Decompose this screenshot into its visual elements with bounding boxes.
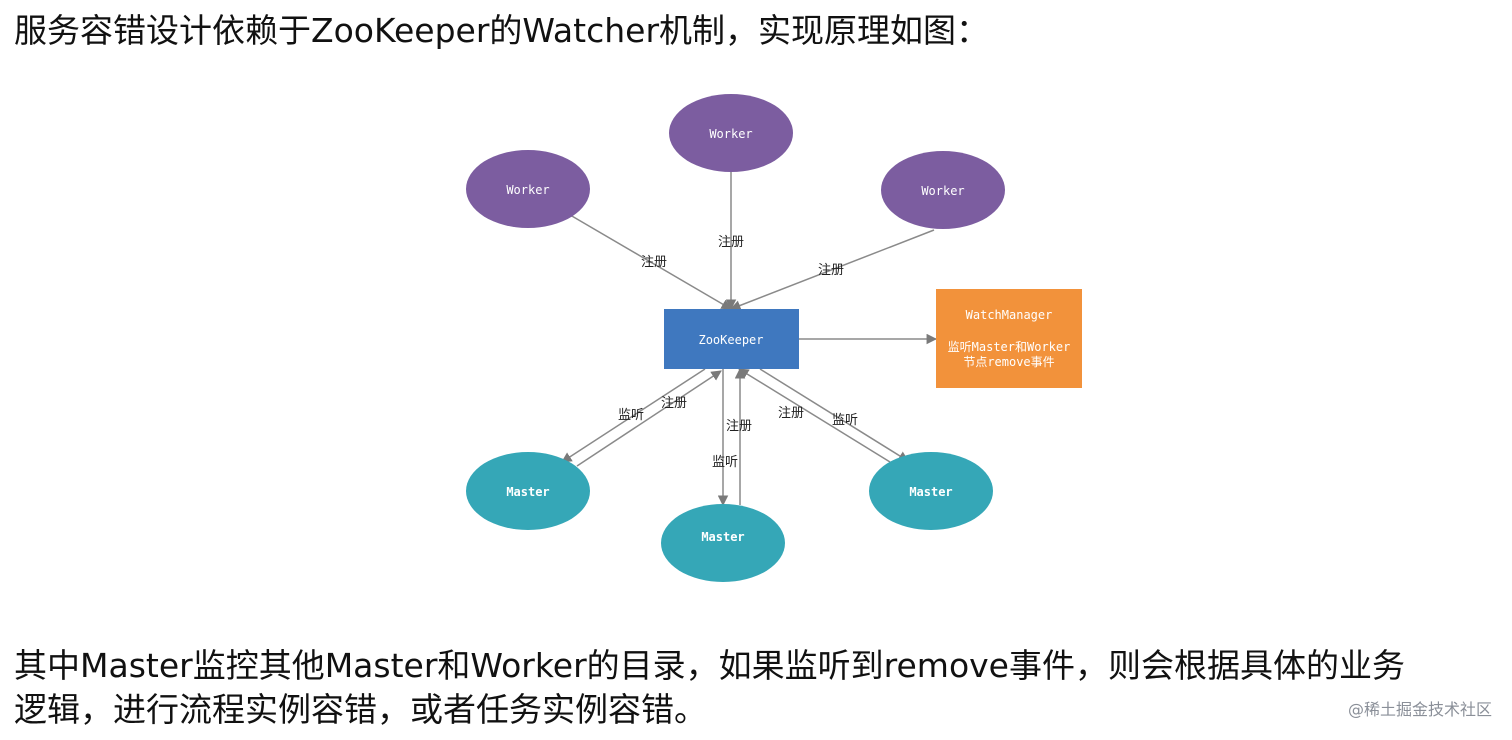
- edge-zookeeper-to-master-right: [759, 368, 909, 462]
- edge-master-right-to-zookeeper: [738, 368, 891, 463]
- edge-zookeeper-to-master-left: [561, 368, 706, 463]
- summary-line-2: 逻辑，进行流程实例容错，或者任务实例容错。: [14, 690, 707, 729]
- worker-node-shape: [881, 151, 1005, 229]
- master-node-shape: [869, 452, 993, 530]
- watch-manager-line-2: 节点remove事件: [963, 355, 1054, 369]
- zookeeper-node: ZooKeeper: [664, 309, 799, 369]
- worker-node-label: Worker: [921, 184, 964, 198]
- worker-node-top: Worker: [669, 94, 793, 172]
- label-register-master-center: 注册: [726, 419, 752, 434]
- zookeeper-node-label: ZooKeeper: [698, 333, 763, 347]
- watch-manager-shape: [936, 289, 1082, 388]
- zookeeper-node-shape: [664, 309, 799, 369]
- worker-node-right: Worker: [881, 151, 1005, 229]
- intro-text: 服务容错设计依赖于ZooKeeper的Watcher机制，实现原理如图：: [14, 11, 990, 50]
- master-node-left: Master: [466, 452, 590, 530]
- worker-node-shape: [669, 94, 793, 172]
- edge-worker-left-to-zookeeper: [564, 211, 732, 310]
- label-watch-master-center: 监听: [712, 455, 738, 470]
- label-watch-master-right: 监听: [832, 413, 858, 428]
- worker-node-label: Worker: [709, 127, 752, 141]
- summary-line-1: 其中Master监控其他Master和Worker的目录，如果监听到remove…: [14, 646, 1405, 685]
- source-watermark: @稀土掘金技术社区: [1347, 700, 1492, 719]
- master-node-label: Master: [506, 485, 549, 499]
- label-register-worker-top: 注册: [718, 235, 744, 250]
- summary-text: 其中Master监控其他Master和Worker的目录，如果监听到remove…: [14, 644, 1494, 732]
- master-node-right: Master: [869, 452, 993, 530]
- label-register-worker-right: 注册: [818, 263, 844, 278]
- label-register-master-left: 注册: [661, 396, 687, 411]
- worker-node-shape: [466, 150, 590, 228]
- master-node-center: Master: [661, 504, 785, 582]
- label-register-worker-left: 注册: [641, 255, 667, 270]
- master-node-label: Master: [701, 530, 744, 544]
- label-watch-master-left: 监听: [618, 408, 644, 423]
- watch-manager-title: WatchManager: [966, 308, 1053, 322]
- worker-node-label: Worker: [506, 183, 549, 197]
- master-node-shape: [661, 504, 785, 582]
- watch-manager-box: WatchManager 监听Master和Worker 节点remove事件: [936, 289, 1082, 388]
- edge-worker-right-to-zookeeper: [730, 229, 935, 311]
- master-node-shape: [466, 452, 590, 530]
- edge-master-left-to-zookeeper: [576, 370, 722, 467]
- master-node-label: Master: [909, 485, 952, 499]
- label-register-master-right: 注册: [778, 406, 804, 421]
- watch-manager-line-1: 监听Master和Worker: [948, 340, 1071, 354]
- worker-node-left: Worker: [466, 150, 590, 228]
